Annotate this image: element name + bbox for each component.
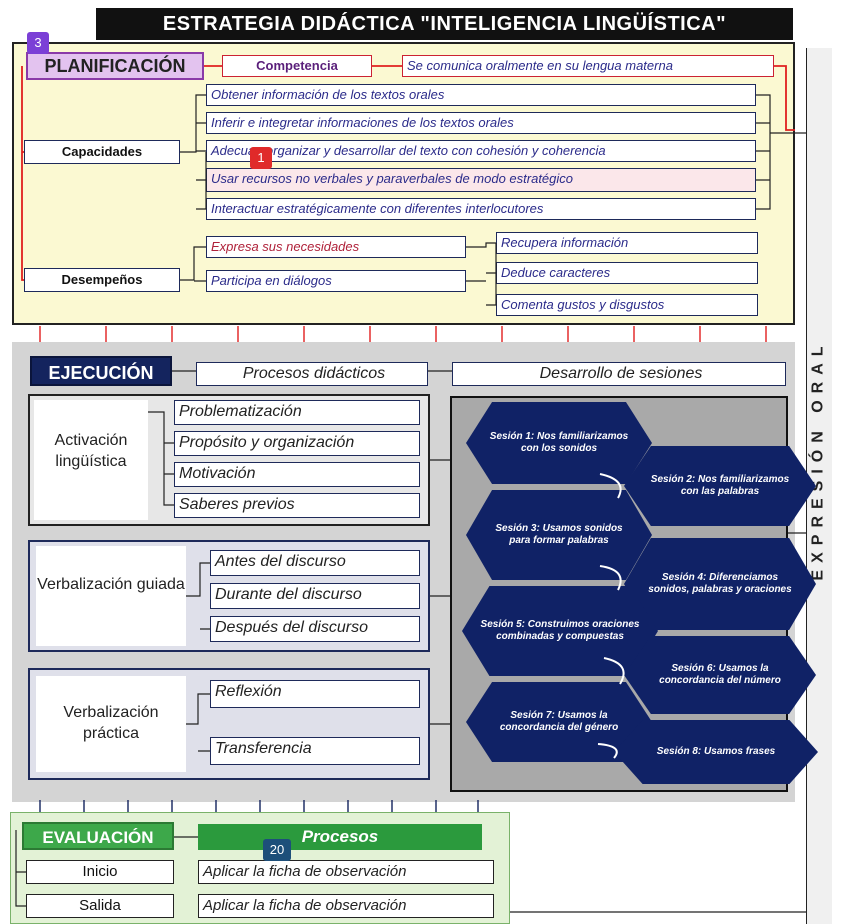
- desempeno-item: Recupera información: [496, 232, 758, 254]
- capacidades-label: Capacidades: [24, 140, 180, 164]
- evaluacion-label: EVALUACIÓN: [22, 822, 174, 850]
- badge-marker: 1: [250, 147, 272, 169]
- proceso-item: Durante del discurso: [210, 583, 420, 609]
- eval-row-value: Aplicar la ficha de observación: [198, 894, 494, 918]
- proceso-item: Problematización: [174, 400, 420, 425]
- desempeno-item: Comenta gustos y disgustos: [496, 294, 758, 316]
- competencia-value: Se comunica oralmente en su lengua mater…: [402, 55, 774, 77]
- sesion-hex: Sesión 3: Usamos sonidos para formar pal…: [466, 490, 652, 580]
- desempeno-item: Expresa sus necesidades: [206, 236, 466, 258]
- guiada-label: Verbalización guiada: [36, 546, 186, 646]
- competencia-label: Competencia: [222, 55, 372, 77]
- desarrollo-sesiones: Desarrollo de sesiones: [452, 362, 786, 386]
- activacion-label: Activación lingüística: [34, 400, 148, 520]
- procesos-didacticos: Procesos didácticos: [196, 362, 428, 386]
- capacidad-item: Inferir e integretar informaciones de lo…: [206, 112, 756, 134]
- sesion-hex: Sesión 4: Diferenciamos sonidos, palabra…: [624, 538, 816, 630]
- desempeno-item: Deduce caracteres: [496, 262, 758, 284]
- proceso-item: Después del discurso: [210, 616, 420, 642]
- planificacion-label: PLANIFICACIÓN: [26, 52, 204, 80]
- badge-marker: 20: [263, 839, 291, 861]
- practica-label: Verbalización práctica: [36, 676, 186, 772]
- capacidad-item: Usar recursos no verbales y paraverbales…: [206, 168, 756, 192]
- badge-marker: 3: [27, 32, 49, 54]
- proceso-item: Transferencia: [210, 737, 420, 765]
- capacidad-item: Adecuar, organizar y desarrollar del tex…: [206, 140, 756, 162]
- sesion-hex: Sesión 1: Nos familiarizamos con los son…: [466, 402, 652, 484]
- desempenos-label: Desempeños: [24, 268, 180, 292]
- capacidad-item: Obtener información de los textos orales: [206, 84, 756, 106]
- proceso-item: Antes del discurso: [210, 550, 420, 576]
- diagram-title: ESTRATEGIA DIDÁCTICA "INTELIGENCIA LINGÜ…: [96, 8, 793, 40]
- sesion-hex: Sesión 2: Nos familiarizamos con las pal…: [624, 446, 816, 526]
- evaluacion-procesos: Procesos: [198, 824, 482, 850]
- eval-row-value: Aplicar la ficha de observación: [198, 860, 494, 884]
- capacidad-item: Interactuar estratégicamente con diferen…: [206, 198, 756, 220]
- sesion-hex: Sesión 5: Construimos oraciones combinad…: [462, 586, 658, 676]
- sesion-hex: Sesión 6: Usamos la concordancia del núm…: [624, 636, 816, 714]
- proceso-item: Saberes previos: [174, 493, 420, 518]
- proceso-item: Motivación: [174, 462, 420, 487]
- eval-row-label: Salida: [26, 894, 174, 918]
- desempeno-item: Participa en diálogos: [206, 270, 466, 292]
- proceso-item: Reflexión: [210, 680, 420, 708]
- ejecucion-label: EJECUCIÓN: [30, 356, 172, 386]
- proceso-item: Propósito y organización: [174, 431, 420, 456]
- sesion-hex: Sesión 8: Usamos frases: [614, 720, 818, 784]
- eval-row-label: Inicio: [26, 860, 174, 884]
